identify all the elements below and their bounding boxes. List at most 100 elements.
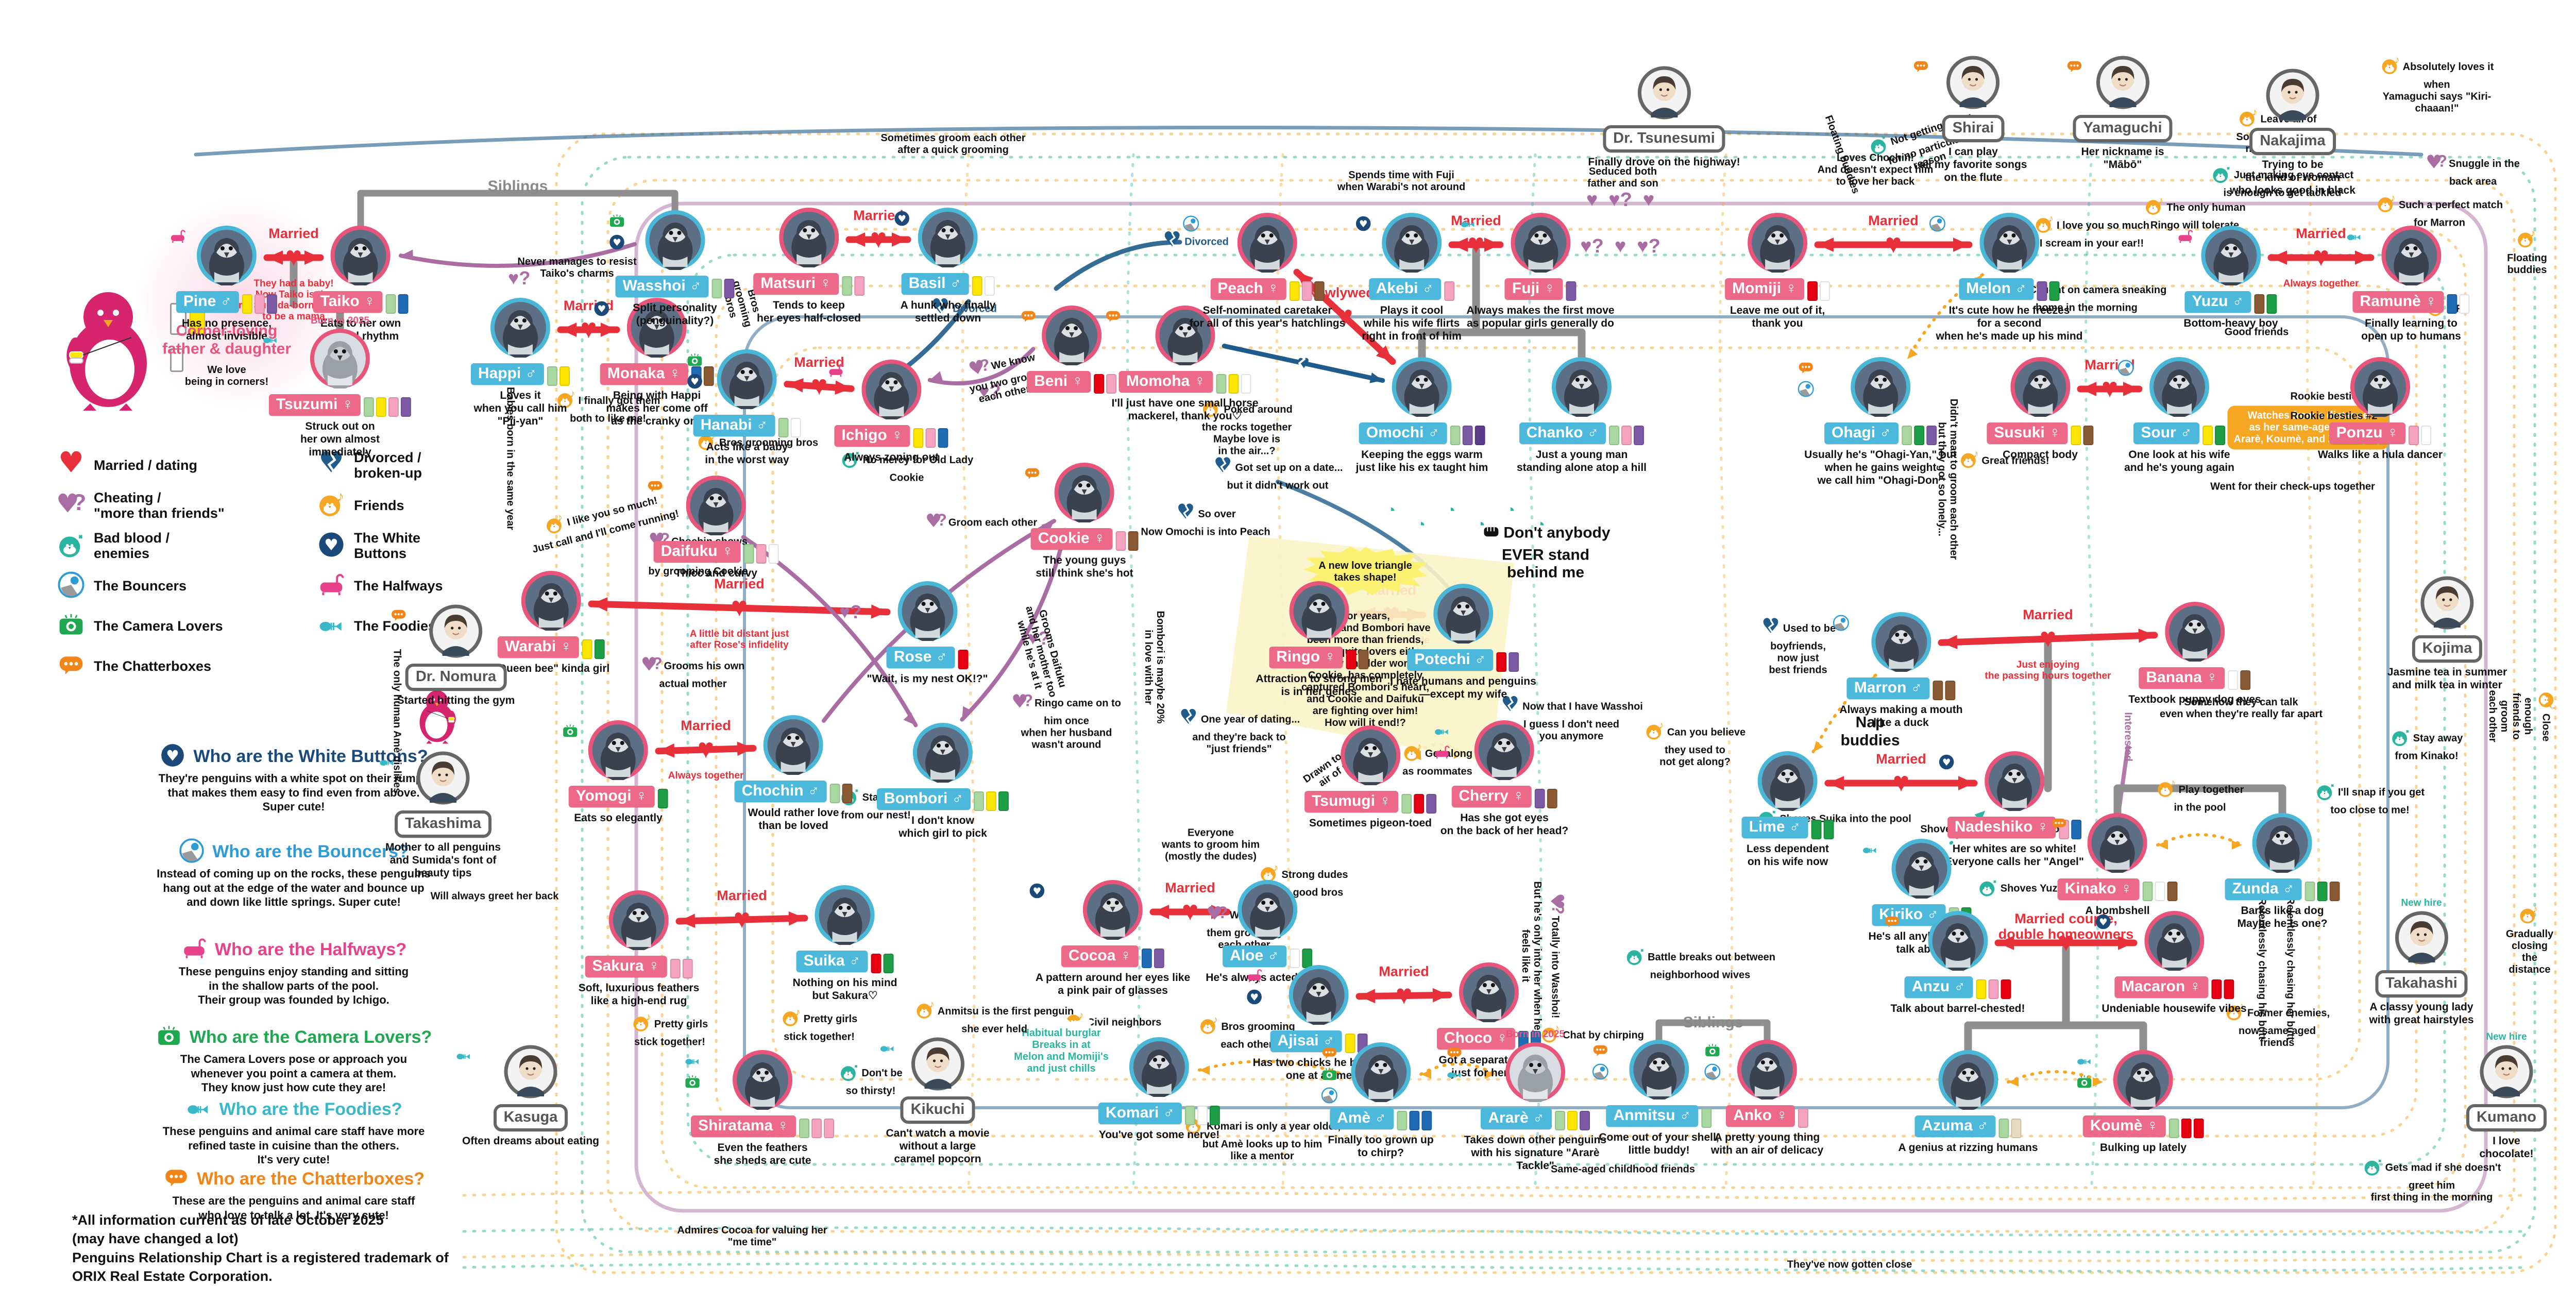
group-badges	[378, 753, 396, 773]
svg-text:Married: Married	[681, 718, 731, 733]
note: ♪Great friends!	[1959, 448, 2049, 473]
wingband-chips	[1401, 793, 1436, 814]
section-title: Who are the Camera Lovers?	[189, 1027, 432, 1047]
section-title: Who are the Chatterboxes?	[196, 1169, 425, 1189]
broken-icon: ♥	[317, 446, 346, 481]
svg-text:♪: ♪	[646, 1013, 651, 1023]
broken-heart-icon: ♥	[1178, 705, 1199, 731]
svg-text:Married: Married	[1876, 751, 1926, 767]
group-badges: ♥	[893, 210, 911, 230]
wingband-chips	[2228, 670, 2251, 690]
name-label: Pine ♂	[176, 291, 240, 313]
note-text: We love being in corners!	[184, 364, 269, 387]
avatar	[1742, 751, 1834, 814]
legend-item-whitebuttons: ♥The White Buttons	[317, 530, 420, 562]
svg-text:♪: ♪	[1554, 1024, 1560, 1034]
wingband-chip	[657, 788, 668, 808]
avatar	[2230, 69, 2355, 125]
section-body: These are the penguins and animal care s…	[172, 1194, 415, 1222]
svg-text:♥: ♥	[811, 370, 827, 401]
caption: A genius at rizzing humans	[1898, 1141, 2038, 1154]
wingband-chip	[1345, 1033, 1355, 1053]
group-badges: ♥	[608, 212, 625, 253]
note: ♥?Ringo came on to him once when her hus…	[1011, 691, 1121, 751]
note-text: Pretty girls stick together!	[634, 1018, 708, 1048]
wingband-chip	[811, 1118, 822, 1138]
name-label: Akebi ♂	[1368, 278, 1442, 300]
name-label: Momoha ♀	[1118, 371, 1213, 393]
group-badges	[1182, 215, 1200, 235]
wingband-chip	[2211, 979, 2222, 999]
caption: Barks like a dog Maybe he is one?	[2237, 904, 2328, 929]
caption: Sometimes pigeon-toed	[1309, 817, 1432, 829]
name-label: Chochin ♂	[734, 781, 827, 802]
wingband-chips	[2142, 881, 2178, 901]
caption: Has no presence, almost invisible	[182, 317, 272, 342]
caption: Can't watch a movie without a large cara…	[886, 1127, 990, 1165]
legend-label: The Camera Lovers	[94, 618, 223, 634]
avatar	[456, 1045, 599, 1101]
svg-text:Married: Married	[1165, 880, 1215, 895]
wingband-chip	[711, 278, 722, 298]
wingband-chip	[743, 544, 754, 564]
avatar	[1390, 584, 1536, 646]
note: ♥Got set up on a date... but it didn't w…	[1213, 454, 1343, 492]
camera-icon	[57, 611, 86, 642]
note-text: Gradually closing the distance	[2505, 928, 2554, 975]
note-text: Poked around the rocks together Maybe lo…	[1201, 403, 1293, 457]
svg-text:♪: ♪	[2533, 905, 2538, 915]
note: ♥?Groom each other	[925, 511, 1037, 535]
svg-text:Married: Married	[1379, 964, 1429, 979]
note: Good friends	[2225, 327, 2289, 339]
chatterbox-icon	[163, 1164, 190, 1194]
chatterbox-icon	[1912, 58, 1930, 78]
section-foodies: Who are the Foodies?These penguins and a…	[41, 1095, 546, 1167]
caption: Being with Happi makes her come off as t…	[606, 389, 708, 428]
svg-text:♥: ♥	[2040, 622, 2056, 653]
note-text: Now that I have Wasshoi I guess I don't …	[1522, 701, 1643, 742]
wingband-chips	[1554, 1110, 1590, 1130]
caption: Started hitting the gym	[397, 695, 515, 706]
wingband-chips	[1566, 281, 1577, 301]
group-badges: ♥	[1028, 882, 1046, 902]
avatar	[1098, 1037, 1220, 1099]
group-badges	[1433, 722, 1451, 764]
broken-heart-icon: ♥	[1175, 500, 1196, 526]
wingband-chips	[1289, 281, 1325, 301]
wingband-chip	[1197, 1105, 1208, 1125]
svg-text:♥: ♥	[2099, 917, 2108, 928]
note-text: Somehow they can talk even when they're …	[2159, 697, 2323, 720]
note: ♥Divorced	[1162, 228, 1229, 254]
friend-icon: ♪	[2156, 777, 2177, 802]
svg-text:Married: Married	[717, 888, 767, 903]
camera-icon	[1704, 1042, 1721, 1062]
wingband-chip	[1509, 652, 1519, 672]
note: Corner-loving father & daughter	[162, 323, 291, 358]
avatar	[1025, 463, 1139, 525]
wingband-chip	[2224, 979, 2234, 999]
whitebutton-icon: ♥	[1028, 882, 1046, 902]
note: ♥?Snuggle in the back area	[2421, 152, 2524, 188]
note: ♥?Grooms his own actual mother	[641, 654, 745, 690]
name-label: Kasuga	[493, 1104, 568, 1131]
wingband-chip	[1945, 680, 1956, 700]
wingband-chips	[582, 639, 605, 659]
note: ♪Such a perfect match for Marron	[2376, 193, 2503, 229]
wingband-chips	[743, 544, 779, 564]
note: ♪I like you so much! Just call and I'll …	[526, 485, 681, 556]
wingband-chip	[986, 791, 997, 811]
note: Same-aged childhood friends	[1551, 1164, 1695, 1176]
name-label: Hanabi ♂	[693, 415, 775, 436]
wingband-chip	[1450, 425, 1461, 445]
note-text: Nap buddies	[1840, 714, 1900, 749]
svg-text:♪: ♪	[929, 1000, 935, 1010]
group-badges	[455, 1047, 472, 1067]
note: ♥One year of dating... and they're back …	[1178, 705, 1300, 755]
name-label: Taiko ♀	[313, 291, 383, 313]
penguin-ponzu: Ponzu ♀Walks like a hula dancer	[2318, 357, 2443, 461]
enemy-icon	[57, 530, 86, 562]
svg-text:♪: ♪	[795, 1008, 801, 1018]
note: Stay away from Kinako!	[2391, 727, 2463, 763]
